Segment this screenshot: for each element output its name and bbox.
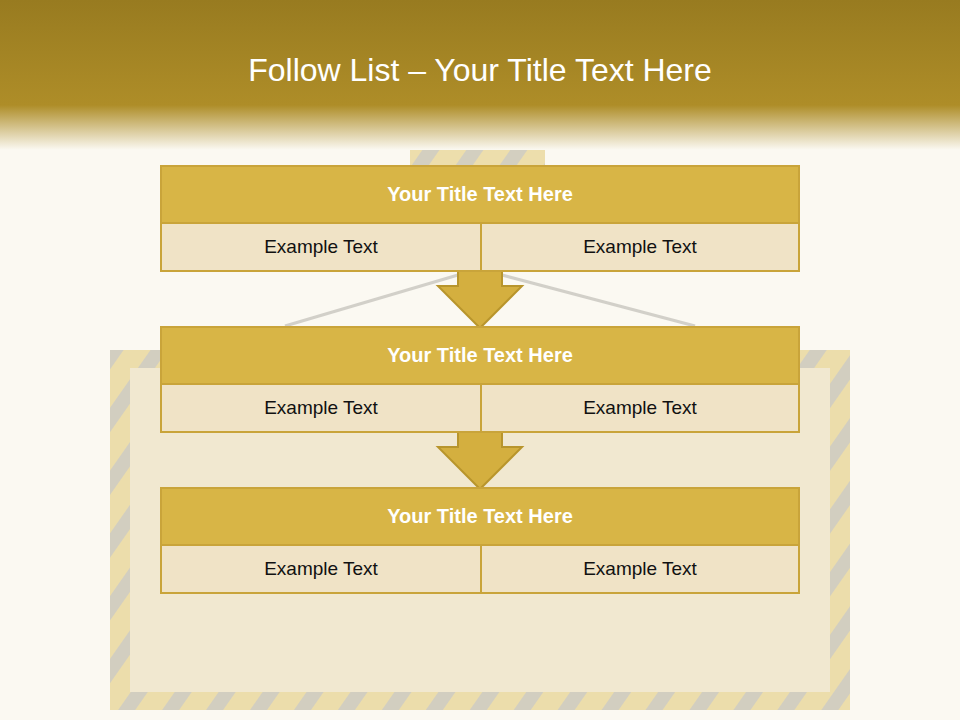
- box-row: Example TextExample Text: [162, 546, 798, 592]
- box-heading: Your Title Text Here: [162, 489, 798, 546]
- block-arrow: [438, 270, 522, 328]
- slide-title: Follow List – Your Title Text Here: [0, 52, 960, 89]
- hanging-sign: [110, 105, 850, 710]
- box-cell: Example Text: [162, 546, 480, 592]
- box-heading: Your Title Text Here: [162, 328, 798, 385]
- title-band: [0, 0, 960, 150]
- box-cell: Example Text: [480, 224, 798, 270]
- box-row: Example TextExample Text: [162, 385, 798, 431]
- box-cell: Example Text: [162, 385, 480, 431]
- box-cell: Example Text: [480, 546, 798, 592]
- list-box: Your Title Text HereExample TextExample …: [160, 487, 800, 594]
- box-cell: Example Text: [480, 385, 798, 431]
- box-cell: Example Text: [162, 224, 480, 270]
- rope: [502, 275, 695, 326]
- block-arrow: [438, 431, 522, 489]
- box-row: Example TextExample Text: [162, 224, 798, 270]
- list-box: Your Title Text HereExample TextExample …: [160, 165, 800, 272]
- box-heading: Your Title Text Here: [162, 167, 798, 224]
- list-box: Your Title Text HereExample TextExample …: [160, 326, 800, 433]
- rope: [285, 275, 458, 326]
